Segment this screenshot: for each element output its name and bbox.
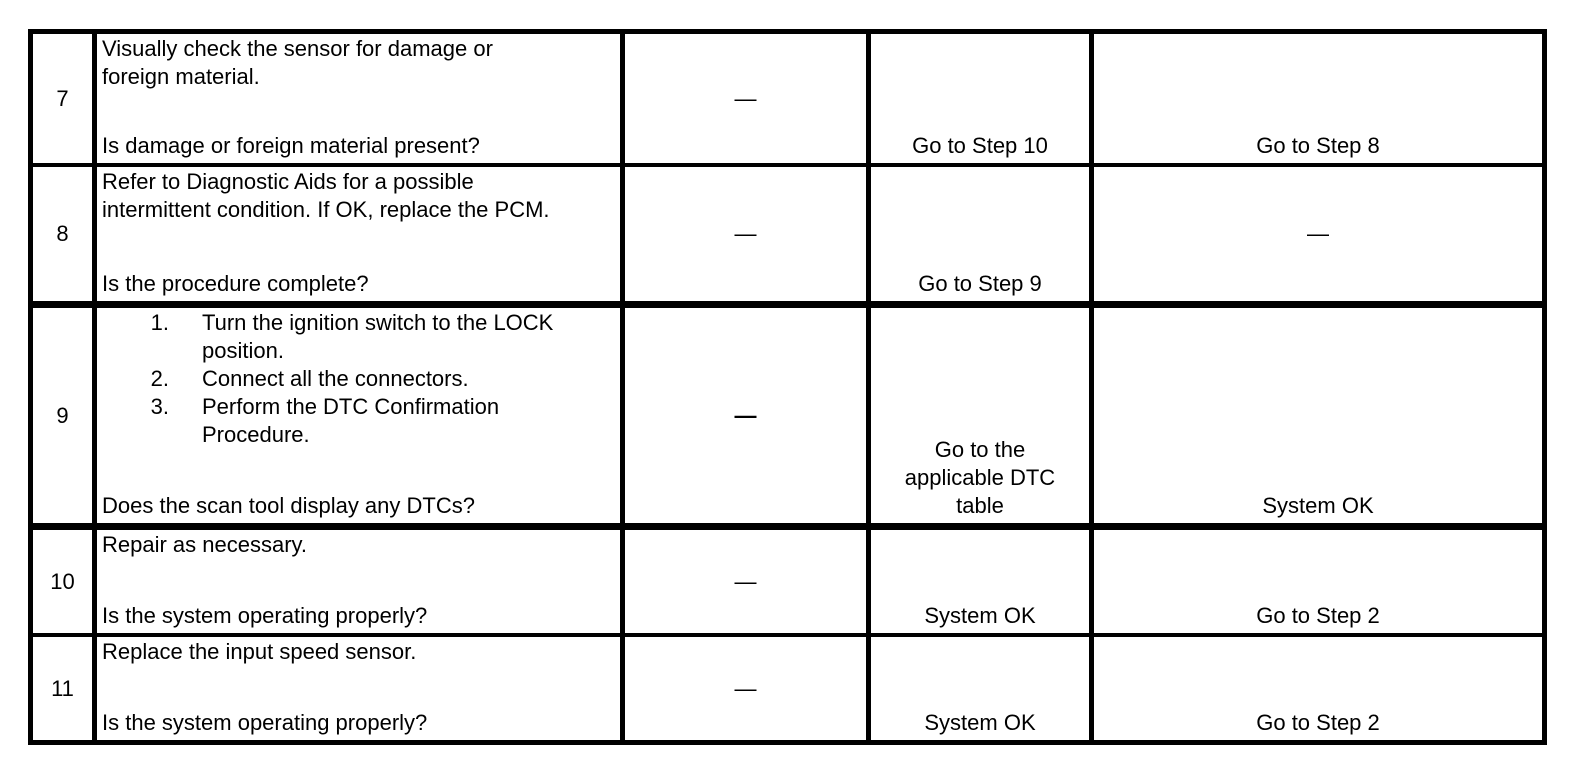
- step-cell: 8: [33, 167, 97, 308]
- list-item-text: Perform the DTC Confirmation Procedure.: [202, 394, 500, 447]
- value-dash: —: [734, 402, 757, 428]
- no-text: System OK: [1262, 493, 1374, 518]
- value-cell: —: [625, 530, 871, 637]
- yes-cell: Go to Step 9: [871, 167, 1094, 308]
- value-cell: —: [625, 34, 871, 167]
- no-dash: —: [1307, 221, 1329, 246]
- no-text: Go to Step 2: [1256, 603, 1380, 628]
- no-text: Go to Step 2: [1256, 710, 1380, 735]
- step-cell: 9: [33, 308, 97, 530]
- value-cell: —: [625, 308, 871, 530]
- yes-text: Go to the applicable DTC table: [904, 437, 1056, 518]
- yes-text: System OK: [924, 710, 1036, 735]
- yes-text: System OK: [924, 603, 1036, 628]
- value-cell: —: [625, 167, 871, 308]
- numbered-list: 1. Turn the ignition switch to the LOCK …: [102, 309, 614, 449]
- no-cell: Go to Step 2: [1094, 637, 1542, 740]
- step-cell: 7: [33, 34, 97, 167]
- list-item-number: 1.: [150, 310, 169, 335]
- step-number: 10: [50, 568, 75, 594]
- no-cell: —: [1094, 167, 1542, 308]
- value-dash: —: [734, 221, 757, 246]
- action-question: Is the system operating properly?: [102, 710, 428, 735]
- list-item: 3. Perform the DTC Confirmation Procedur…: [102, 393, 614, 449]
- step-number: 9: [56, 402, 69, 428]
- action-cell: Visually check the sensor for damage or …: [97, 34, 625, 167]
- action-text: Visually check the sensor for damage or …: [102, 36, 493, 89]
- step-cell: 11: [33, 637, 97, 740]
- action-question: Is the procedure complete?: [102, 271, 369, 296]
- action-question: Is damage or foreign material present?: [102, 133, 480, 158]
- yes-cell: System OK: [871, 530, 1094, 637]
- list-item-text: Turn the ignition switch to the LOCK pos…: [202, 310, 554, 363]
- value-dash: —: [734, 675, 757, 701]
- action-question: Is the system operating properly?: [102, 603, 428, 628]
- diagnostic-table: 7 Visually check the sensor for damage o…: [28, 29, 1547, 745]
- yes-cell: Go to the applicable DTC table: [871, 308, 1094, 530]
- yes-cell: Go to Step 10: [871, 34, 1094, 167]
- action-cell: Repair as necessary. Is the system opera…: [97, 530, 625, 637]
- list-item-text: Connect all the connectors.: [202, 366, 469, 391]
- step-number: 11: [51, 675, 74, 701]
- no-cell: Go to Step 8: [1094, 34, 1542, 167]
- value-dash: —: [734, 85, 757, 111]
- list-item: 2. Connect all the connectors.: [102, 365, 614, 393]
- action-question: Does the scan tool display any DTCs?: [102, 493, 475, 518]
- action-cell: Replace the input speed sensor. Is the s…: [97, 637, 625, 740]
- yes-text: Go to Step 10: [912, 133, 1048, 158]
- no-text: Go to Step 8: [1256, 133, 1380, 158]
- no-cell: Go to Step 2: [1094, 530, 1542, 637]
- yes-cell: System OK: [871, 637, 1094, 740]
- value-cell: —: [625, 637, 871, 740]
- yes-text: Go to Step 9: [918, 271, 1042, 296]
- action-cell: 1. Turn the ignition switch to the LOCK …: [97, 308, 625, 530]
- step-number: 7: [56, 85, 69, 111]
- step-cell: 10: [33, 530, 97, 637]
- list-item-number: 3.: [150, 394, 169, 419]
- action-text: Repair as necessary.: [102, 532, 308, 557]
- value-dash: —: [734, 568, 757, 594]
- action-cell: Refer to Diagnostic Aids for a possible …: [97, 167, 625, 308]
- list-item-number: 2.: [150, 366, 169, 391]
- action-text: Refer to Diagnostic Aids for a possible …: [102, 169, 550, 222]
- action-text: Replace the input speed sensor.: [102, 639, 417, 664]
- no-cell: System OK: [1094, 308, 1542, 530]
- list-item: 1. Turn the ignition switch to the LOCK …: [102, 309, 614, 365]
- step-number: 8: [56, 221, 69, 246]
